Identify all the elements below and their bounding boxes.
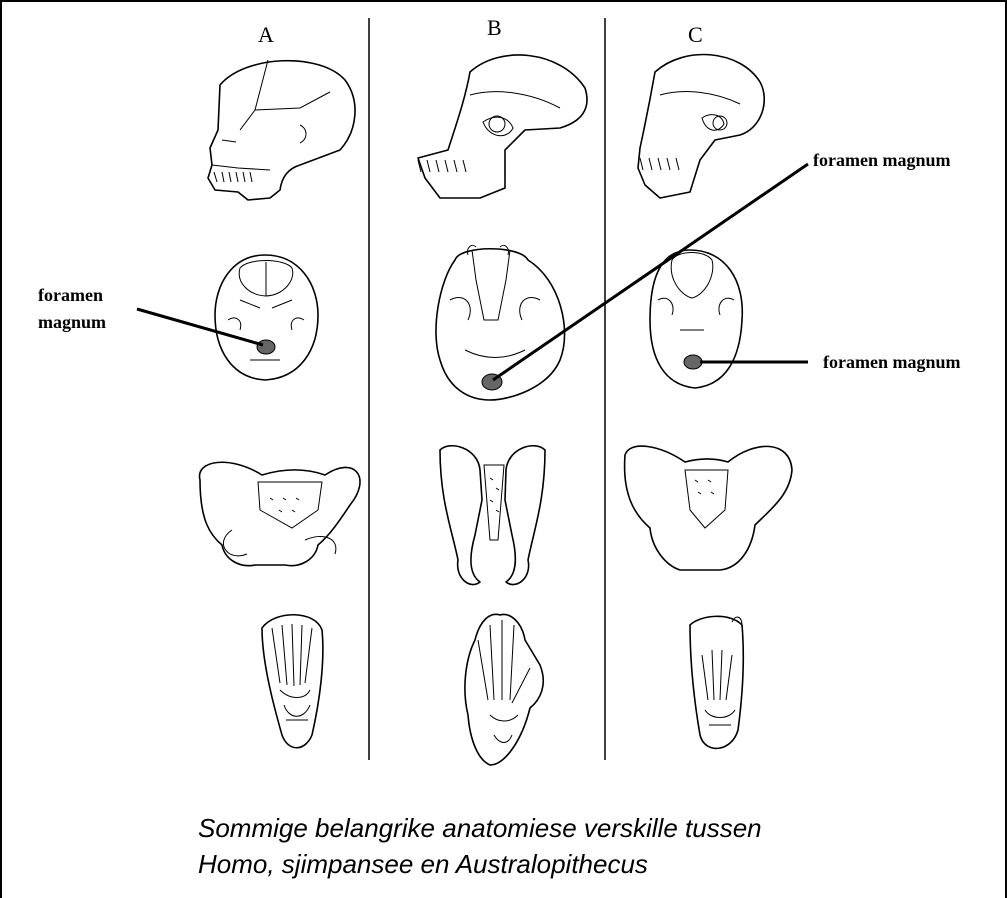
- foramen-magnum-label-a-line2: magnum: [38, 310, 106, 334]
- foot-homo: [262, 615, 323, 748]
- skull-side-australopithecus: [638, 55, 764, 198]
- skull-base-australopithecus: [650, 250, 742, 388]
- leader-line-b: [493, 164, 808, 380]
- column-label-a: A: [258, 22, 274, 48]
- skull-side-homo: [208, 60, 355, 200]
- foramen-magnum-homo: [257, 340, 275, 354]
- pelvis-chimp: [440, 446, 545, 585]
- foramen-magnum-label-b: foramen magnum: [813, 148, 951, 172]
- caption-line-2: Homo, sjimpansee en Australopithecus: [198, 849, 648, 880]
- foot-australopithecus: [690, 616, 743, 748]
- pelvis-homo: [200, 462, 360, 565]
- leader-line-a: [137, 309, 263, 345]
- column-label-b: B: [487, 15, 502, 41]
- column-label-c: C: [688, 22, 703, 48]
- foramen-magnum-label-c: foramen magnum: [823, 350, 961, 374]
- skull-side-chimp: [418, 55, 587, 198]
- skull-base-homo: [215, 255, 318, 380]
- foramen-magnum-australopithecus: [684, 355, 702, 369]
- pelvis-australopithecus: [625, 446, 792, 570]
- foramen-magnum-label-a-line1: foramen: [38, 283, 103, 307]
- foot-chimp: [465, 614, 543, 765]
- caption-line-1: Sommige belangrike anatomiese verskille …: [198, 813, 762, 844]
